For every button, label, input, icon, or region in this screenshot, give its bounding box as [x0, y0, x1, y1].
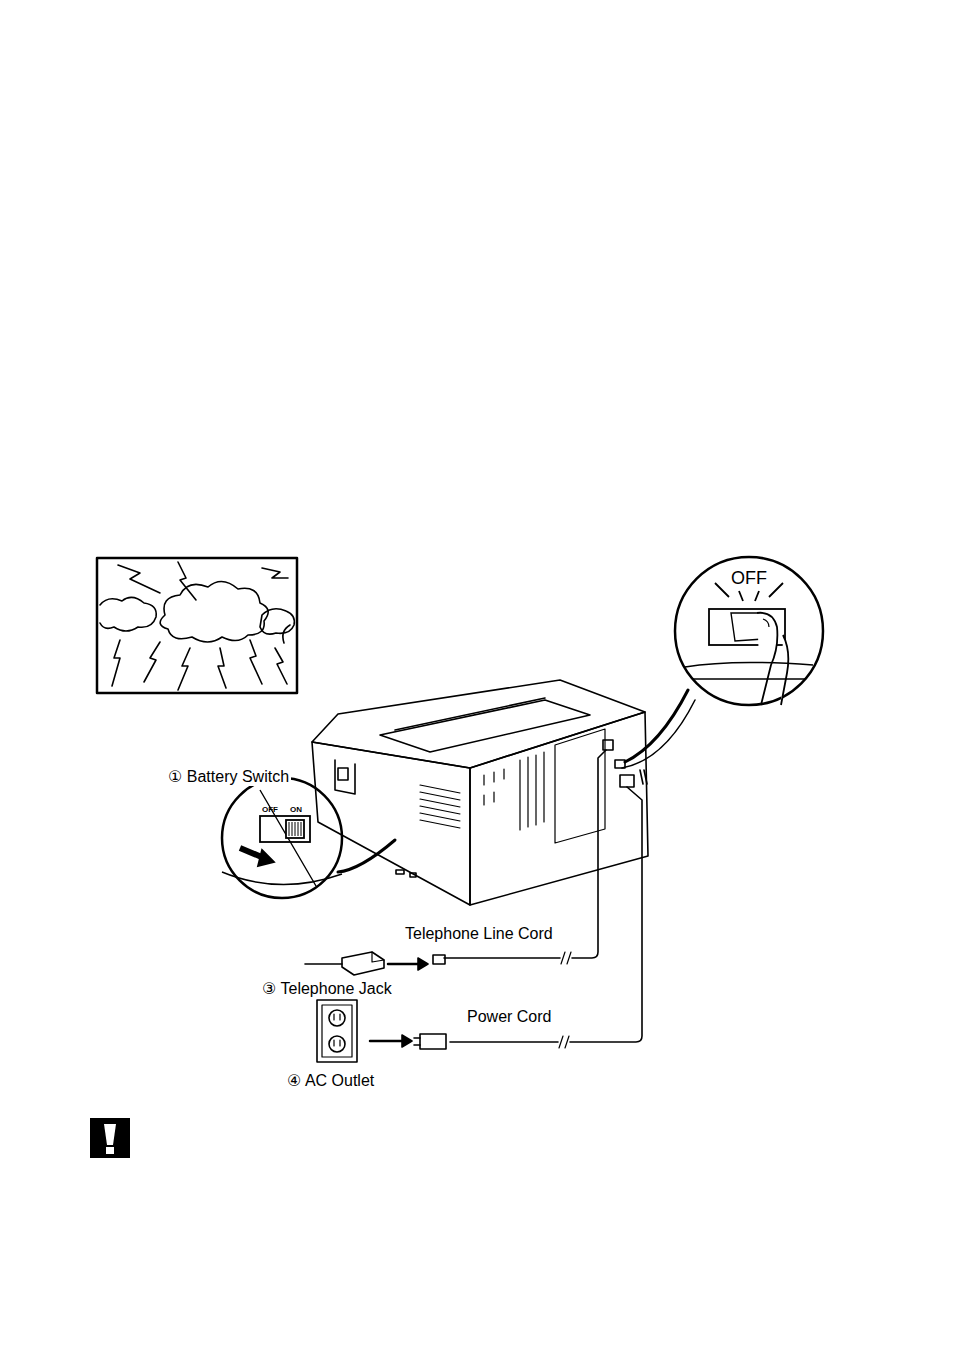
modular-plug: [433, 955, 445, 964]
switch-marking: OFF: [731, 569, 767, 587]
power-switch-callout: OFF: [673, 555, 825, 707]
switch-marking: ON: [290, 806, 302, 814]
switch-marking: OFF: [262, 806, 278, 814]
ac-outlet: [317, 1000, 357, 1062]
part-label: Power Cord: [465, 1008, 553, 1026]
telephone-jack: [342, 952, 384, 975]
power-plug: [420, 1034, 446, 1049]
jack-wire: [305, 963, 342, 965]
leader-line: [622, 700, 695, 768]
power-cord: [450, 787, 642, 1042]
storm-picture: [97, 558, 297, 693]
part-label: ③ Telephone Jack: [260, 980, 394, 998]
part-label: Telephone Line Cord: [403, 925, 555, 943]
battery-switch-callout: OFF ON: [220, 776, 344, 900]
caution-icon: [90, 1118, 130, 1158]
part-label: ① Battery Switch: [166, 768, 291, 786]
callout-circle: [220, 776, 344, 900]
part-label: ④ AC Outlet: [285, 1072, 376, 1090]
leader-line: [338, 840, 395, 872]
